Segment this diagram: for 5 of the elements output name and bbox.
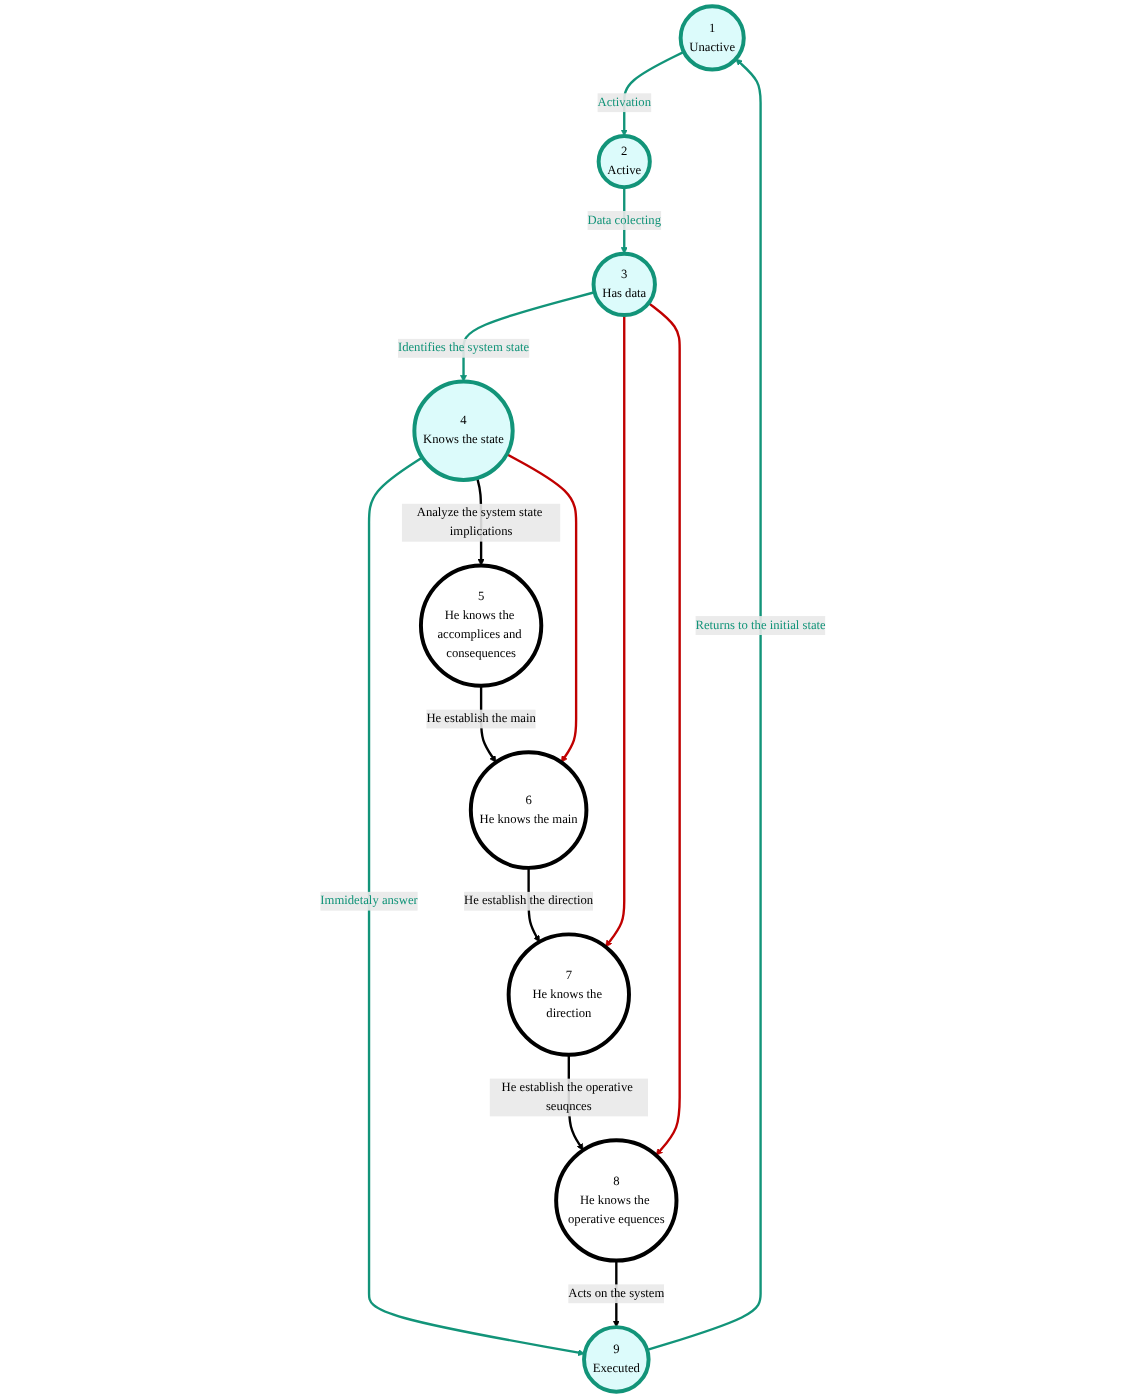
arrow	[646, 58, 762, 1352]
arrow	[506, 453, 578, 763]
arrow	[605, 315, 626, 948]
arrow	[647, 302, 681, 1156]
arrow	[460, 291, 595, 382]
